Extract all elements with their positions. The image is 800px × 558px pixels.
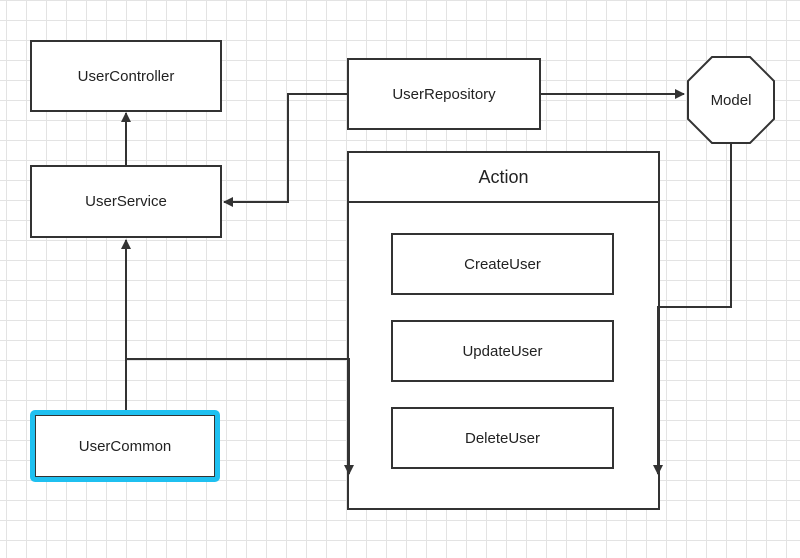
action-header: Action xyxy=(349,153,658,203)
octagon-shape xyxy=(687,56,775,144)
model-node[interactable]: Model xyxy=(686,55,776,145)
create-user-label: CreateUser xyxy=(464,255,541,273)
user-controller-node[interactable]: UserController xyxy=(30,40,222,112)
user-common-label: UserCommon xyxy=(78,437,172,455)
user-service-label: UserService xyxy=(85,193,167,210)
update-user-node[interactable]: UpdateUser xyxy=(391,320,614,382)
model-label: Model xyxy=(711,92,752,109)
user-common-node[interactable]: UserCommon xyxy=(30,410,220,482)
delete-user-label: DeleteUser xyxy=(464,429,541,447)
user-repository-node[interactable]: UserRepository xyxy=(347,58,541,130)
user-controller-label: UserController xyxy=(77,67,175,85)
edge-repository-to-service[interactable] xyxy=(223,93,349,207)
user-service-node[interactable]: UserService xyxy=(30,165,222,238)
action-title: Action xyxy=(478,166,529,187)
update-user-label: UpdateUser xyxy=(462,342,543,360)
delete-user-node[interactable]: DeleteUser xyxy=(391,407,614,469)
create-user-node[interactable]: CreateUser xyxy=(391,233,614,295)
user-repository-label: UserRepository xyxy=(392,85,496,103)
